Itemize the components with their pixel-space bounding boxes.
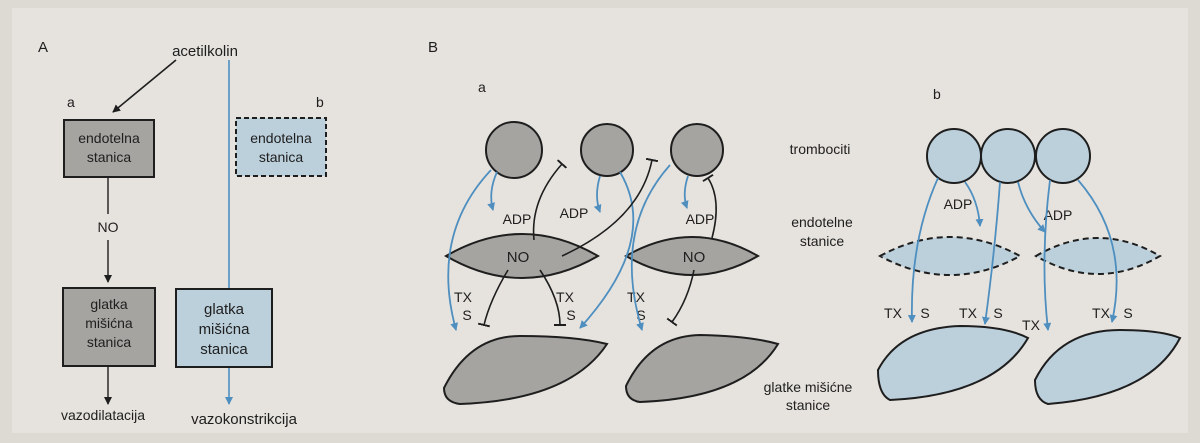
adp-label: ADP xyxy=(944,196,973,212)
no-label-b1: NO xyxy=(507,249,530,266)
smooth-blue-line3: stanica xyxy=(200,341,248,358)
endothelial-box-line1: endotelna xyxy=(78,130,140,146)
endothelial-box-line2: stanica xyxy=(87,149,132,165)
platelet-circle xyxy=(926,128,982,184)
adp-label: ADP xyxy=(503,211,532,227)
smooth-muscle-cell xyxy=(1033,328,1182,406)
tx-blue-arrow xyxy=(1077,179,1118,323)
platelet-circle xyxy=(670,123,724,177)
smooth-gray-line1: glatka xyxy=(90,296,128,312)
endothelial-cells-label-2: stanice xyxy=(800,233,845,249)
no-inhibit-line xyxy=(532,159,568,241)
vasodilation-label: vazodilatacija xyxy=(61,407,145,423)
no-inhibit-line xyxy=(477,269,509,328)
platelets-label: trombociti xyxy=(790,141,851,157)
no-inhibit-line xyxy=(702,173,717,239)
tx-label: TX xyxy=(556,289,575,305)
subpanel-b-label: b xyxy=(316,94,324,110)
s-label: S xyxy=(920,305,929,321)
endothelial-dashed-line1: endotelna xyxy=(250,130,312,146)
adp-blue-arrow xyxy=(1017,181,1046,233)
adp-label: ADP xyxy=(1044,207,1073,223)
s-label: S xyxy=(566,307,575,323)
adp-blue-arrow xyxy=(487,171,498,211)
vasoconstriction-label: vazokonstrikcija xyxy=(191,411,298,428)
figure-background xyxy=(12,8,1188,433)
endothelial-lens-damaged xyxy=(1034,237,1162,275)
tx-label: TX xyxy=(454,289,473,305)
smooth-muscle-cell xyxy=(876,324,1030,402)
endothelial-lens xyxy=(444,233,600,279)
tx-label: TX xyxy=(1022,317,1041,333)
s-label: S xyxy=(1123,305,1132,321)
tx-blue-arrow xyxy=(981,181,1001,325)
tx-blue-arrow xyxy=(579,171,635,329)
panel-b-a-scheme: NO NO ADP ADP ADP TX S TX S TX S xyxy=(442,121,780,406)
platelet-circle xyxy=(1035,128,1091,184)
smooth-muscle-cell xyxy=(442,334,609,406)
adp-blue-arrow xyxy=(593,175,602,213)
adp-blue-arrow xyxy=(964,181,984,227)
tx-label: TX xyxy=(627,289,646,305)
tx-label: TX xyxy=(1092,305,1111,321)
endothelial-cell-absent-box: endotelna stanica xyxy=(235,117,327,177)
panel-a: A acetilkolin a b endotelna stanica endo… xyxy=(38,39,327,428)
smooth-muscle-cell xyxy=(624,333,780,404)
ach-to-endothelial-arrow xyxy=(112,59,177,113)
tx-blue-arrow xyxy=(630,164,671,331)
subpanel-a-label: a xyxy=(67,94,75,110)
endothelial-dashed-line2: stanica xyxy=(259,149,304,165)
smooth-blue-line1: glatka xyxy=(204,301,245,318)
endothelial-cell-box: endotelna stanica xyxy=(63,119,155,178)
no-inhibit-line xyxy=(539,269,567,327)
no-label-b2: NO xyxy=(683,249,706,266)
adp-label: ADP xyxy=(686,211,715,227)
s-label: S xyxy=(636,307,645,323)
tx-label: TX xyxy=(884,305,903,321)
tx-blue-arrow xyxy=(907,177,939,323)
s-label: S xyxy=(462,307,471,323)
smooth-muscle-box-gray: glatka mišićna stanica xyxy=(62,287,156,367)
endothelial-cells-label-1: endotelne xyxy=(791,214,853,230)
no-label-a: NO xyxy=(98,219,119,235)
platelet-circle xyxy=(980,128,1036,184)
platelet-circle xyxy=(485,121,543,179)
tx-blue-arrow xyxy=(1043,179,1052,331)
smooth-blue-line2: mišićna xyxy=(199,321,251,338)
panel-b-letter: B xyxy=(428,39,438,56)
platelet-circle xyxy=(580,123,634,177)
smooth-cells-label-2: stanice xyxy=(786,397,831,413)
panel-b-b-scheme: ADP ADP TX S TX S TX TX S xyxy=(876,128,1182,406)
no-inhibit-line xyxy=(666,269,695,327)
endothelial-lens xyxy=(623,236,761,276)
subpanel-b-b-label: b xyxy=(933,86,941,102)
smooth-muscle-box-blue: glatka mišićna stanica xyxy=(175,288,273,368)
smooth-gray-line3: stanica xyxy=(87,334,132,350)
adp-blue-arrow xyxy=(680,175,689,209)
s-label: S xyxy=(993,305,1002,321)
smooth-cells-label-1: glatke mišićne xyxy=(764,379,853,395)
tx-label: TX xyxy=(959,305,978,321)
panel-b: B a b trombociti endotelne stanice glatk… xyxy=(428,39,1182,413)
adp-label: ADP xyxy=(560,205,589,221)
subpanel-b-a-label: a xyxy=(478,79,486,95)
no-inhibit-line xyxy=(561,157,659,257)
acetylcholine-label: acetilkolin xyxy=(172,43,238,60)
smooth-gray-line2: mišićna xyxy=(85,315,133,331)
tx-blue-arrow xyxy=(447,169,492,331)
panel-a-letter: A xyxy=(38,39,48,56)
